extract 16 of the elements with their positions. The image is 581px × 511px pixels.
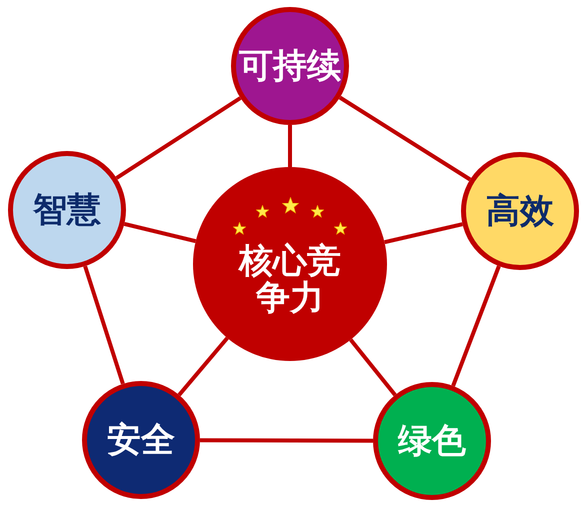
connector-line [83,266,125,384]
connector-line [200,438,373,443]
connector-line [288,125,292,167]
node-label: 高效 [486,192,554,230]
connector-line [384,222,463,244]
connector-line [349,338,397,396]
node-label: 核心竞争力 [237,243,342,317]
connector-line [116,96,242,180]
connector-line [124,222,196,244]
connector-line [178,336,229,396]
connector-line [338,96,472,182]
node-label: 安全 [107,422,175,458]
node-label: 智慧 [33,192,101,228]
node-label: 可持续 [239,48,341,84]
node-label: 绿色 [398,422,466,460]
connector-line [451,265,501,387]
